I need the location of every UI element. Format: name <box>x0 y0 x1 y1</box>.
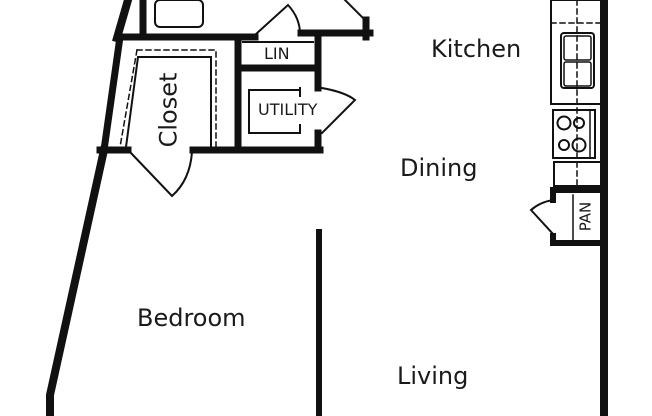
room-label-living: Living <box>397 362 469 390</box>
door-swing-pantry <box>529 198 555 236</box>
stove <box>552 109 596 159</box>
utility-unit <box>248 89 301 134</box>
room-label-closet: Closet <box>154 72 183 148</box>
room-label-utility: UTILITY <box>258 100 318 119</box>
room-label-kitchen: Kitchen <box>431 35 522 63</box>
door-swing-utility <box>320 86 357 135</box>
room-label-dining: Dining <box>400 154 478 182</box>
double-sink <box>560 32 595 89</box>
bathtub <box>154 0 204 28</box>
door-swing-bath <box>254 3 302 36</box>
door-swing-closet <box>128 150 194 198</box>
room-label-pantry: PAN <box>576 201 595 232</box>
room-label-bedroom: Bedroom <box>137 304 246 332</box>
room-label-linen: LIN <box>264 44 290 63</box>
exterior-wall-left <box>112 0 133 43</box>
